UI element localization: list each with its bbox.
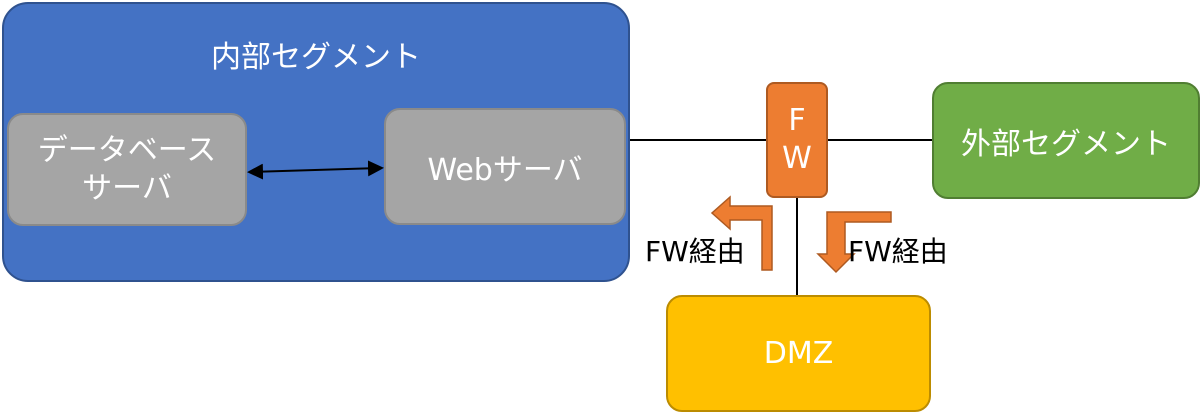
via-fw-right-arrow bbox=[816, 211, 892, 274]
via-fw-right-label: FW経由 bbox=[848, 235, 948, 268]
web-server-label: Webサーバ bbox=[427, 152, 583, 188]
dmz: DMZ bbox=[666, 295, 931, 412]
database-server-label-line2: サーバ bbox=[82, 170, 172, 206]
firewall-label-line2: W bbox=[782, 141, 812, 176]
database-server: データベース サーバ bbox=[7, 113, 247, 226]
via-fw-left-arrow bbox=[710, 195, 773, 271]
external-segment: 外部セグメント bbox=[932, 82, 1200, 199]
database-server-label-line1: データベース bbox=[37, 132, 217, 168]
firewall-label-line1: F bbox=[788, 103, 806, 138]
firewall: F W bbox=[766, 82, 828, 198]
dmz-label: DMZ bbox=[763, 336, 834, 371]
via-fw-left-label: FW経由 bbox=[645, 235, 745, 268]
external-segment-label: 外部セグメント bbox=[961, 126, 1171, 162]
db-web-bidirectional-arrow bbox=[247, 160, 384, 180]
internal-segment-title: 内部セグメント bbox=[211, 40, 421, 75]
web-server: Webサーバ bbox=[384, 108, 626, 225]
